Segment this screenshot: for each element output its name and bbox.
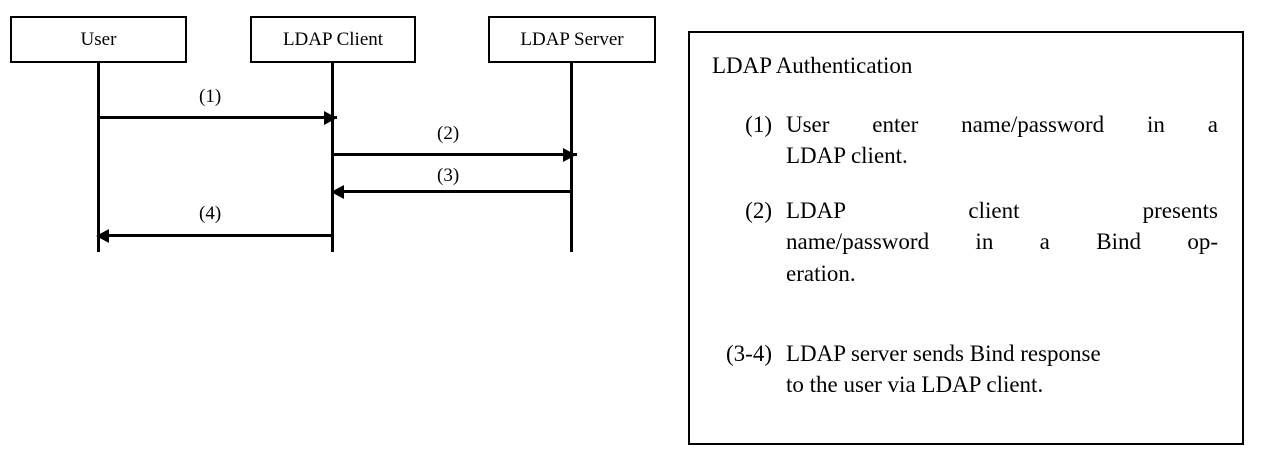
actor-label-user: User [80,29,117,50]
legend-item-body: User enter name/password in a LDAP clien… [772,109,1218,172]
actor-box-user: User [10,16,187,63]
message-line-3 [338,190,573,193]
legend-item-1: (1) User enter name/password in a LDAP c… [710,109,1218,172]
legend-item-marker: (2) [745,198,772,223]
legend-title: LDAP Authentication [712,53,913,78]
message-arrowhead-2 [563,147,576,162]
message-line-2 [331,153,577,156]
legend-panel: LDAP Authentication (1) User enter name/… [688,31,1244,445]
legend-item-line: name/password in a Bind op- [786,229,1218,255]
message-label-4: (4) [199,203,222,224]
legend-item-3: (3-4) LDAP server sends Bind response to… [710,338,1230,401]
message-arrowhead-3 [331,184,344,199]
actor-box-ldap-client: LDAP Client [250,16,416,63]
legend-item-line: LDAP client. [786,143,908,169]
legend-item-marker: (1) [745,112,772,137]
message-line-1 [97,116,337,119]
legend-item-line: eration. [786,260,856,286]
legend-item-body: LDAP client presents name/password in a … [772,195,1218,289]
actor-label-ldap-client: LDAP Client [282,29,384,50]
legend-item-marker: (3-4) [726,341,772,366]
message-label-2: (2) [437,123,460,144]
actor-label-ldap-server: LDAP Server [520,29,624,50]
lifeline-user [97,63,100,252]
message-arrowhead-1 [324,110,337,125]
message-line-4 [104,234,334,237]
legend-item-line: User enter name/password in a [786,112,1218,137]
legend-item-line: LDAP client presents [786,198,1218,223]
message-label-1: (1) [199,86,222,107]
legend-item-2: (2) LDAP client presents name/password i… [710,195,1218,289]
legend-item-line: LDAP server sends Bind response [786,341,1101,366]
legend-item-body: LDAP server sends Bind response to the u… [772,338,1230,401]
lifeline-ldap-client [331,63,334,252]
message-arrowhead-4 [96,228,109,243]
message-label-3: (3) [437,165,460,186]
legend-item-line: to the user via LDAP client. [786,372,1044,398]
actor-box-ldap-server: LDAP Server [488,16,656,63]
